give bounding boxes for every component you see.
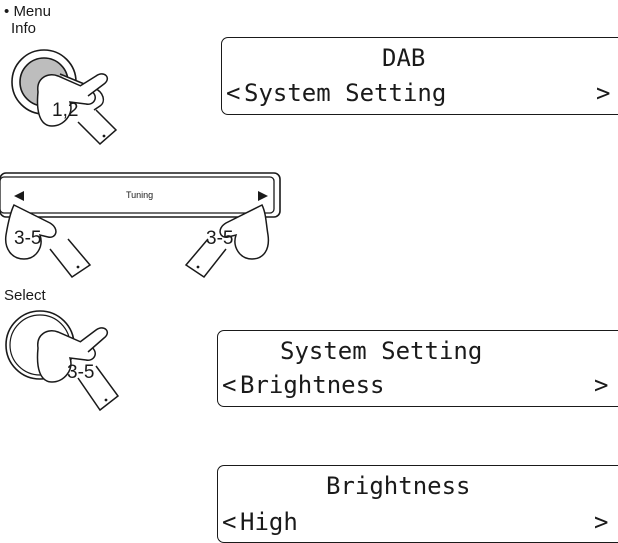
lcd-line2: Brightness xyxy=(240,371,385,399)
select-step-number: 3-5 xyxy=(67,362,94,383)
select-hand-icon xyxy=(36,327,120,412)
lcd-line1: DAB xyxy=(382,44,426,72)
lcd-display-dab: DAB < System Setting > xyxy=(221,37,618,115)
tuning-right-hand-icon xyxy=(184,203,270,279)
tuning-label: Tuning xyxy=(126,190,154,200)
right-triangle-icon[interactable] xyxy=(258,191,268,201)
lcd-display-system-setting: System Setting < Brightness > xyxy=(217,330,618,407)
lcd-right-chevron: > xyxy=(594,371,609,399)
lcd-line1: System Setting xyxy=(280,337,483,365)
lcd-right-chevron: > xyxy=(596,79,611,107)
menu-hand-icon xyxy=(36,73,118,146)
lcd-line2: High xyxy=(240,508,298,536)
lcd-left-chevron: < xyxy=(222,371,237,399)
lcd-left-chevron: < xyxy=(222,508,237,536)
tuning-left-hand-icon xyxy=(4,203,92,279)
info-label: Info xyxy=(11,20,37,37)
tuning-right-step-number: 3-5 xyxy=(206,228,233,249)
left-triangle-icon[interactable] xyxy=(14,191,24,201)
select-label: Select xyxy=(4,287,46,304)
lcd-line1: Brightness xyxy=(326,472,471,500)
tuning-bar xyxy=(0,172,281,218)
menu-step-number: 1,2 xyxy=(52,100,78,121)
lcd-line2: System Setting xyxy=(244,79,447,107)
lcd-right-chevron: > xyxy=(594,508,609,536)
lcd-left-chevron: < xyxy=(226,79,241,107)
tuning-left-step-number: 3-5 xyxy=(14,228,41,249)
bullet: • xyxy=(4,3,10,20)
menu-text: Menu xyxy=(13,3,51,20)
menu-label: • Menu xyxy=(4,4,51,20)
lcd-display-brightness: Brightness < High > xyxy=(217,465,618,543)
